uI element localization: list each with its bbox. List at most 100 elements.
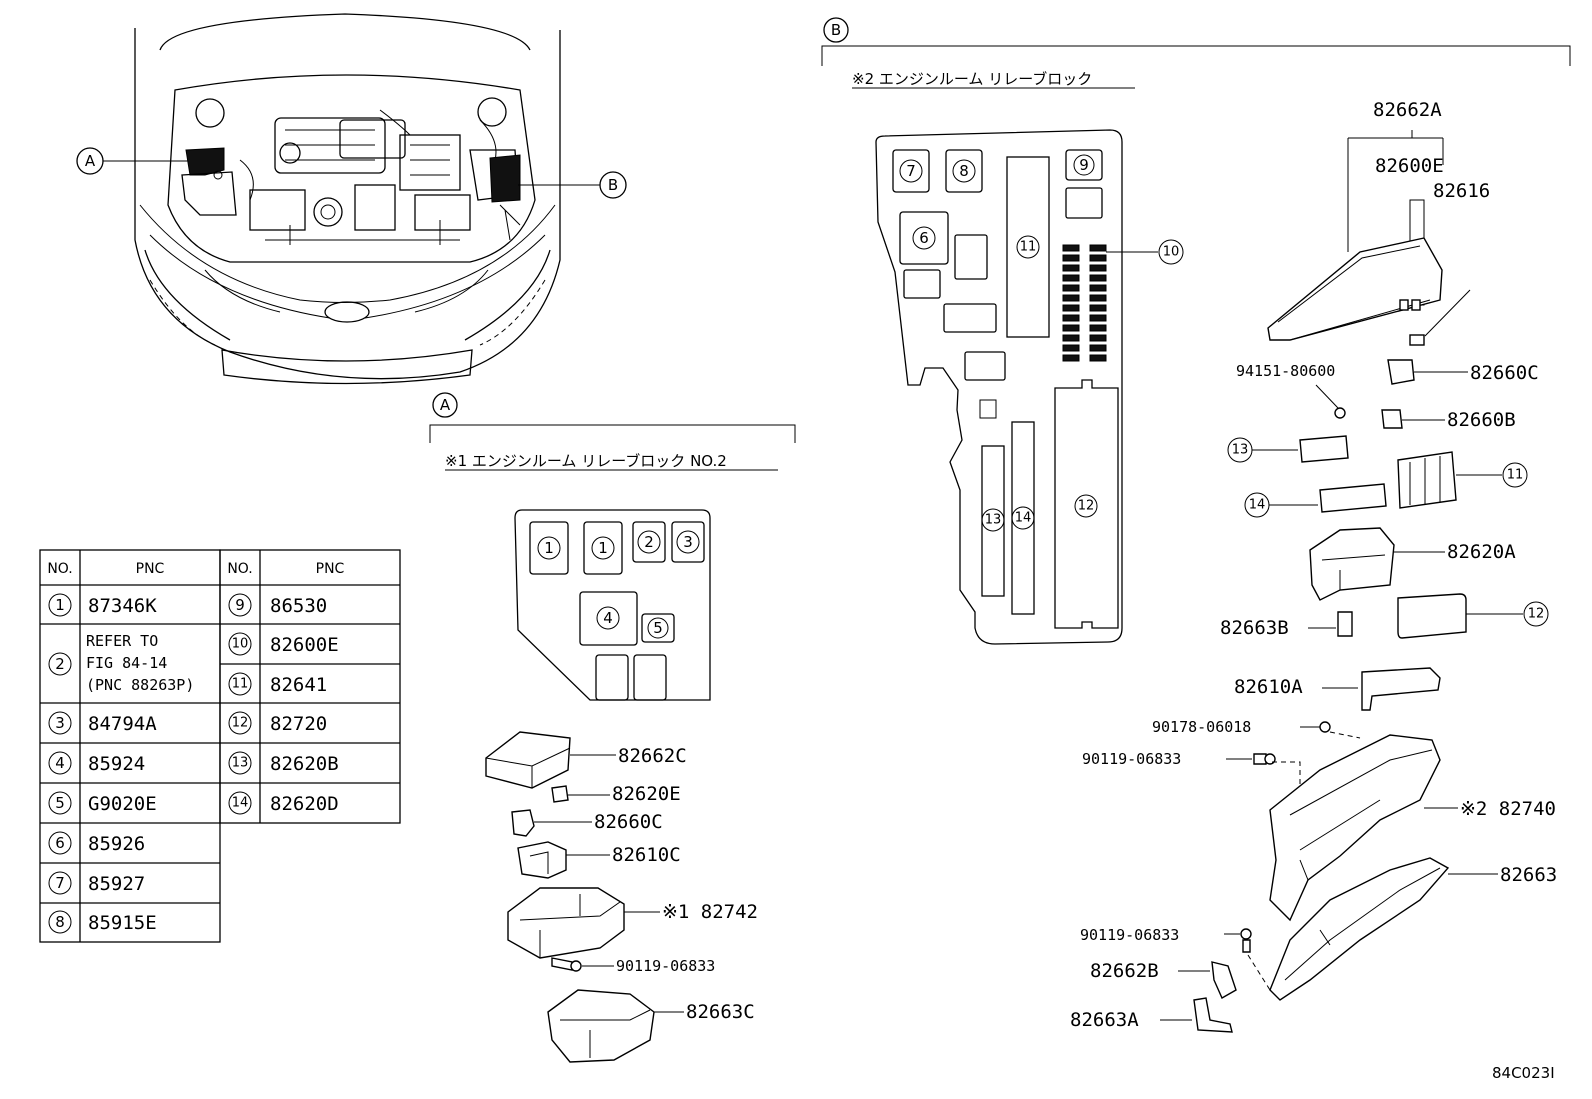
part-b-90119-06833-bottom: 90119-06833 bbox=[1080, 926, 1179, 944]
block-b-slot-12: 12 bbox=[1078, 499, 1095, 514]
table-row: 1 87346K bbox=[48, 593, 157, 617]
section-b-title: ※2 エンジンルーム リレーブロック bbox=[852, 70, 1092, 88]
table-row: 13 82620B bbox=[228, 751, 339, 775]
part-b-82662B: 82662B bbox=[1090, 960, 1159, 982]
part-b-90178-06018: 90178-06018 bbox=[1152, 718, 1251, 736]
table-row: 7 85927 bbox=[48, 871, 145, 895]
block-b-slot-9: 9 bbox=[1079, 156, 1089, 174]
table-row: 9 86530 bbox=[228, 593, 327, 617]
callout-b-label: B bbox=[608, 176, 618, 194]
block-a-slot-1b: 1 bbox=[598, 539, 608, 557]
part-b-82660B: 82660B bbox=[1447, 409, 1516, 431]
part-a-90119-06833: 90119-06833 bbox=[616, 957, 715, 975]
block-a-slot-5: 5 bbox=[653, 619, 663, 637]
table-row: 3 84794A bbox=[48, 711, 157, 735]
table-row: 5 G9020E bbox=[48, 791, 157, 815]
svg-text:G9020E: G9020E bbox=[88, 793, 157, 815]
block-b-slot-13: 13 bbox=[985, 513, 1002, 528]
callout-a-label: A bbox=[85, 152, 96, 170]
part-b-82616: 82616 bbox=[1433, 180, 1490, 202]
svg-text:85924: 85924 bbox=[88, 753, 145, 775]
section-a-marker: A bbox=[440, 396, 451, 414]
table-row: 8 85915E bbox=[48, 910, 157, 934]
engine-bay-illustration bbox=[134, 13, 561, 385]
diagram-id: 84C023I bbox=[1492, 1064, 1555, 1082]
part-b-82663: 82663 bbox=[1500, 864, 1557, 886]
part-a-82660C: 82660C bbox=[594, 811, 663, 833]
svg-text:3: 3 bbox=[55, 714, 65, 732]
table-header-pnc-left: PNC bbox=[136, 561, 165, 577]
table-row: 2 REFER TO FIG 84-14 (PNC 88263P) bbox=[48, 632, 194, 694]
svg-text:(PNC 88263P): (PNC 88263P) bbox=[86, 676, 194, 694]
part-a-82742: ※1 82742 bbox=[662, 901, 758, 923]
svg-text:84794A: 84794A bbox=[88, 713, 157, 735]
block-b-slot-10: 10 bbox=[1163, 245, 1180, 260]
table-row: 4 85924 bbox=[48, 751, 145, 775]
part-b-82600E: 82600E bbox=[1375, 155, 1444, 177]
svg-text:9: 9 bbox=[235, 596, 245, 614]
part-b-82663A: 82663A bbox=[1070, 1009, 1139, 1031]
svg-text:82620B: 82620B bbox=[270, 753, 339, 775]
part-b-82662A: 82662A bbox=[1373, 99, 1442, 121]
block-b-slot-14: 14 bbox=[1015, 511, 1032, 526]
part-b-82663B: 82663B bbox=[1220, 617, 1289, 639]
section-a: A ※1 エンジンルーム リレーブロック NO.2 1 1 2 3 4 5 82… bbox=[429, 392, 796, 1063]
svg-text:82600E: 82600E bbox=[270, 634, 339, 656]
callout-a: A bbox=[76, 147, 188, 175]
block-a-slot-3: 3 bbox=[683, 533, 693, 551]
block-a-slot-1a: 1 bbox=[544, 539, 554, 557]
part-b-82620A: 82620A bbox=[1447, 541, 1516, 563]
table-row: 14 82620D bbox=[228, 791, 339, 815]
table-header-no-left: NO. bbox=[47, 561, 72, 577]
section-a-title: ※1 エンジンルーム リレーブロック NO.2 bbox=[445, 452, 727, 470]
block-b-slot-8: 8 bbox=[959, 162, 969, 180]
svg-text:82641: 82641 bbox=[270, 674, 327, 696]
section-b-marker: B bbox=[831, 21, 841, 39]
svg-text:FIG 84-14: FIG 84-14 bbox=[86, 654, 167, 672]
svg-text:2: 2 bbox=[55, 655, 65, 673]
fuse-array bbox=[1062, 244, 1107, 362]
part-b-12: 12 bbox=[1528, 607, 1545, 622]
block-b-slot-7: 7 bbox=[906, 162, 916, 180]
svg-text:8: 8 bbox=[55, 913, 65, 931]
pnc-table: NO. PNC NO. PNC 1 87346K 2 REFER TO FIG … bbox=[39, 549, 401, 943]
svg-text:82720: 82720 bbox=[270, 713, 327, 735]
block-b-slot-6: 6 bbox=[919, 229, 929, 247]
svg-text:86530: 86530 bbox=[270, 595, 327, 617]
block-a-slot-4: 4 bbox=[603, 609, 613, 627]
part-b-11: 11 bbox=[1507, 468, 1524, 483]
table-row: 10 82600E bbox=[228, 632, 339, 656]
svg-text:85927: 85927 bbox=[88, 873, 145, 895]
part-b-90119-06833-top: 90119-06833 bbox=[1082, 750, 1181, 768]
section-b: B ※2 エンジンルーム リレーブロック 7 8 9 6 11 bbox=[821, 17, 1571, 1033]
svg-text:REFER TO: REFER TO bbox=[86, 632, 158, 650]
table-row: 11 82641 bbox=[228, 672, 327, 696]
part-a-82663C: 82663C bbox=[686, 1001, 755, 1023]
part-b-13: 13 bbox=[1232, 443, 1249, 458]
svg-text:85926: 85926 bbox=[88, 833, 145, 855]
svg-text:14: 14 bbox=[232, 796, 249, 811]
svg-text:12: 12 bbox=[232, 716, 249, 731]
block-a-slot-2: 2 bbox=[644, 533, 654, 551]
svg-text:6: 6 bbox=[55, 834, 65, 852]
svg-text:5: 5 bbox=[55, 794, 65, 812]
svg-text:13: 13 bbox=[232, 756, 249, 771]
part-b-94151-80600: 94151-80600 bbox=[1236, 362, 1335, 380]
part-a-82662C: 82662C bbox=[618, 745, 687, 767]
part-b-82660C: 82660C bbox=[1470, 362, 1539, 384]
part-b-82610A: 82610A bbox=[1234, 676, 1303, 698]
svg-text:11: 11 bbox=[232, 677, 249, 692]
svg-text:85915E: 85915E bbox=[88, 912, 157, 934]
table-row: 6 85926 bbox=[48, 831, 145, 855]
table-header-no-right: NO. bbox=[227, 561, 252, 577]
svg-text:10: 10 bbox=[232, 637, 249, 652]
svg-text:87346K: 87346K bbox=[88, 595, 157, 617]
table-header-pnc-right: PNC bbox=[316, 561, 345, 577]
svg-text:7: 7 bbox=[55, 874, 65, 892]
table-row: 12 82720 bbox=[228, 711, 327, 735]
part-b-14: 14 bbox=[1249, 498, 1266, 513]
svg-text:1: 1 bbox=[55, 596, 65, 614]
svg-text:82620D: 82620D bbox=[270, 793, 339, 815]
part-b-82740: ※2 82740 bbox=[1460, 798, 1556, 820]
